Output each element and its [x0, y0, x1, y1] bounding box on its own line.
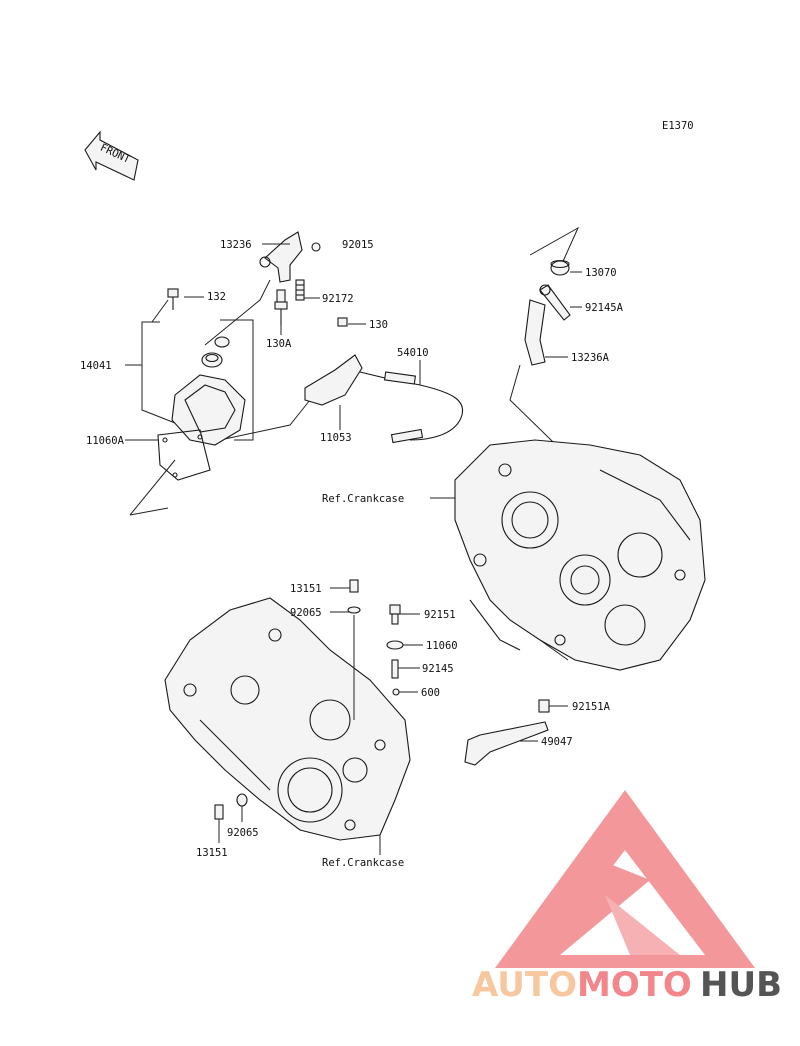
label-11060: 11060 [426, 640, 458, 652]
label-13236A: 13236A [571, 352, 610, 364]
label-13070: 13070 [585, 267, 617, 279]
label-92065-top: 92065 [290, 607, 322, 619]
front-arrow-icon: FRONT [84, 130, 139, 181]
label-92145: 92145 [422, 663, 454, 675]
label-92172: 92172 [322, 293, 354, 305]
diagram-code: E1370 [662, 120, 694, 132]
watermark-part3: HUB [700, 965, 782, 1005]
label-92145A: 92145A [585, 302, 624, 314]
label-54010: 54010 [397, 347, 429, 359]
label-92015: 92015 [342, 239, 374, 251]
shift-cover-assembly [125, 231, 463, 516]
label-13151-bottom: 13151 [196, 847, 228, 859]
label-49047: 49047 [541, 736, 573, 748]
watermark-logo-icon [495, 790, 755, 968]
shift-shaft-assembly [509, 226, 591, 479]
label-ref-crankcase-bottom: Ref.Crankcase [322, 857, 404, 869]
label-13236: 13236 [220, 239, 252, 251]
part-labels: 13236 92015 132 92172 130A 130 54010 140… [80, 239, 624, 869]
shift-drum-parts [214, 579, 550, 820]
label-132: 132 [207, 291, 226, 303]
label-92065-bottom: 92065 [227, 827, 259, 839]
label-ref-crankcase-top: Ref.Crankcase [322, 493, 404, 505]
label-92151A: 92151A [572, 701, 611, 713]
leader-lines [125, 243, 582, 855]
label-92151: 92151 [424, 609, 456, 621]
label-14041: 14041 [80, 360, 112, 372]
watermark-part2: MOTO [577, 965, 692, 1005]
label-600: 600 [421, 687, 440, 699]
left-crankcase [164, 597, 411, 841]
label-130A: 130A [266, 338, 292, 350]
label-130: 130 [369, 319, 388, 331]
label-11053: 11053 [320, 432, 352, 444]
label-11060A: 11060A [86, 435, 125, 447]
right-crankcase [454, 439, 706, 671]
watermark-part1: AUTO [472, 965, 577, 1005]
label-13151-top: 13151 [290, 583, 322, 595]
watermark-text: AUTO MOTO HUB [472, 965, 782, 1005]
